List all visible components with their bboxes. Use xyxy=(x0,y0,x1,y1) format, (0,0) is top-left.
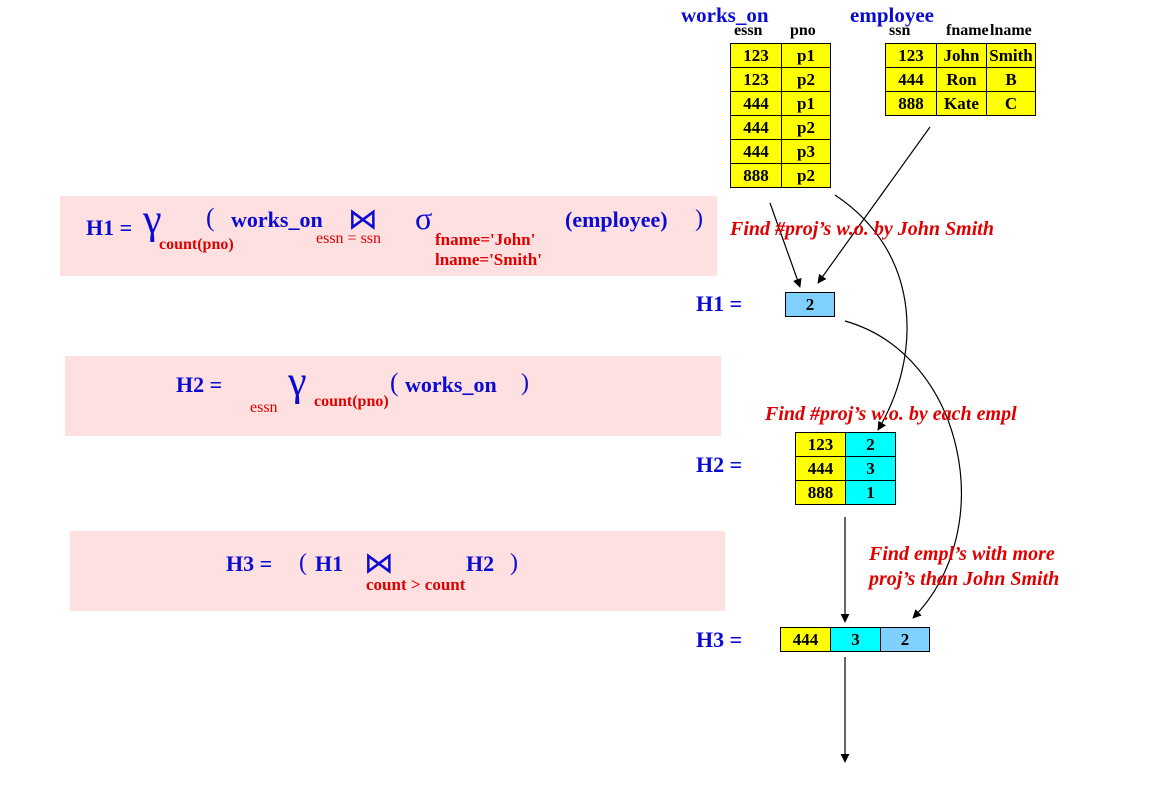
table-cell: 123 xyxy=(730,43,782,68)
h1-sigma-symbol: σ xyxy=(415,200,433,236)
table-cell: p2 xyxy=(781,115,831,140)
table-cell: p2 xyxy=(781,67,831,92)
h1-relation-employee: (employee) xyxy=(565,207,668,232)
h2-gamma-symbol: γ xyxy=(288,359,307,405)
table-cell: 444 xyxy=(730,115,782,140)
arrow-works-on-to-h1 xyxy=(769,202,802,288)
table-cell: 1 xyxy=(845,480,896,505)
table-cell: 888 xyxy=(795,480,846,505)
table-cell: p2 xyxy=(781,163,831,188)
arrow-works-on-to-h2 xyxy=(834,194,908,431)
h1-gamma-subscript: count(pno) xyxy=(159,236,234,253)
formula-panel-h3 xyxy=(70,531,725,611)
h1-join-condition: essn = ssn xyxy=(316,230,382,247)
h1-select-condition-lname: lname='Smith' xyxy=(435,250,542,269)
table-cell: John xyxy=(936,43,987,68)
table-cell: 2 xyxy=(880,627,930,652)
arrow-employee-to-h1 xyxy=(817,126,931,284)
h2-formula-lhs: H2 = xyxy=(176,372,223,397)
annotation-h1: Find #proj’s w.o. by John Smith xyxy=(730,218,994,240)
table-cell: 123 xyxy=(730,67,782,92)
table-cell: 444 xyxy=(730,139,782,164)
h2-open-paren: ( xyxy=(390,368,399,397)
employee-title: employee xyxy=(850,3,934,27)
annotation-h2: Find #proj’s w.o. by each empl xyxy=(765,403,1017,425)
h3-result-label: H3 = xyxy=(696,627,743,652)
h2-relation-works-on: works_on xyxy=(405,372,497,397)
h3-close-paren: ) xyxy=(510,550,518,576)
h2-gamma-subscript: count(pno) xyxy=(314,393,389,410)
table-cell: 123 xyxy=(795,432,846,457)
table-cell: 2 xyxy=(785,292,835,317)
h2-result-label: H2 = xyxy=(696,452,743,477)
employee-header-ssn: ssn xyxy=(889,22,911,39)
table-cell: 444 xyxy=(885,67,937,92)
table-cell: 2 xyxy=(845,432,896,457)
table-cell: 444 xyxy=(795,456,846,481)
table-cell: 123 xyxy=(885,43,937,68)
h2-close-paren: ) xyxy=(521,370,529,396)
table-cell: p3 xyxy=(781,139,831,164)
h3-join-symbol: ⋈ xyxy=(364,546,394,581)
h1-gamma-symbol: γ xyxy=(143,197,162,243)
works-on-header-pno: pno xyxy=(790,22,816,39)
annotation-h3-line2: proj’s than John Smith xyxy=(869,568,1060,590)
h1-relation-works-on: works_on xyxy=(231,207,323,232)
works-on-header-essn: essn xyxy=(734,22,763,39)
h3-join-condition: count > count xyxy=(366,575,466,594)
table-cell: Smith xyxy=(986,43,1036,68)
h2-group-by-attribute: essn xyxy=(250,399,278,416)
h3-formula-lhs: H3 = xyxy=(226,551,273,576)
table-cell: Kate xyxy=(936,91,987,116)
table-cell: Ron xyxy=(936,67,987,92)
table-cell: 444 xyxy=(780,627,831,652)
h3-relation-h1: H1 xyxy=(315,551,344,576)
formula-panel-h1 xyxy=(60,196,717,276)
works-on-title: works_on xyxy=(681,3,769,27)
table-cell: 888 xyxy=(885,91,937,116)
arrow-h1-to-h3 xyxy=(844,320,962,619)
h1-result-label: H1 = xyxy=(696,291,743,316)
h1-close-paren: ) xyxy=(695,206,703,232)
h1-result-table: 2 xyxy=(785,292,835,317)
table-cell: C xyxy=(986,91,1036,116)
employee-header-lname: lname xyxy=(990,22,1032,39)
table-cell: B xyxy=(986,67,1036,92)
table-cell: 3 xyxy=(830,627,881,652)
annotation-h3-line1: Find empl’s with more xyxy=(869,543,1055,565)
h3-relation-h2: H2 xyxy=(466,551,495,576)
h1-select-condition-fname: fname='John' xyxy=(435,230,536,249)
table-cell: p1 xyxy=(781,43,831,68)
table-cell: p1 xyxy=(781,91,831,116)
employee-header-fname: fname xyxy=(946,22,989,39)
formula-panel-h2 xyxy=(65,356,721,436)
h1-join-symbol: ⋈ xyxy=(348,202,378,237)
h1-formula-lhs: H1 = xyxy=(86,215,133,240)
table-cell: 3 xyxy=(845,456,896,481)
h3-open-paren: ( xyxy=(299,550,307,576)
h1-open-paren: ( xyxy=(206,203,215,232)
table-cell: 888 xyxy=(730,163,782,188)
table-row: 2 xyxy=(785,292,835,317)
table-cell: 444 xyxy=(730,91,782,116)
